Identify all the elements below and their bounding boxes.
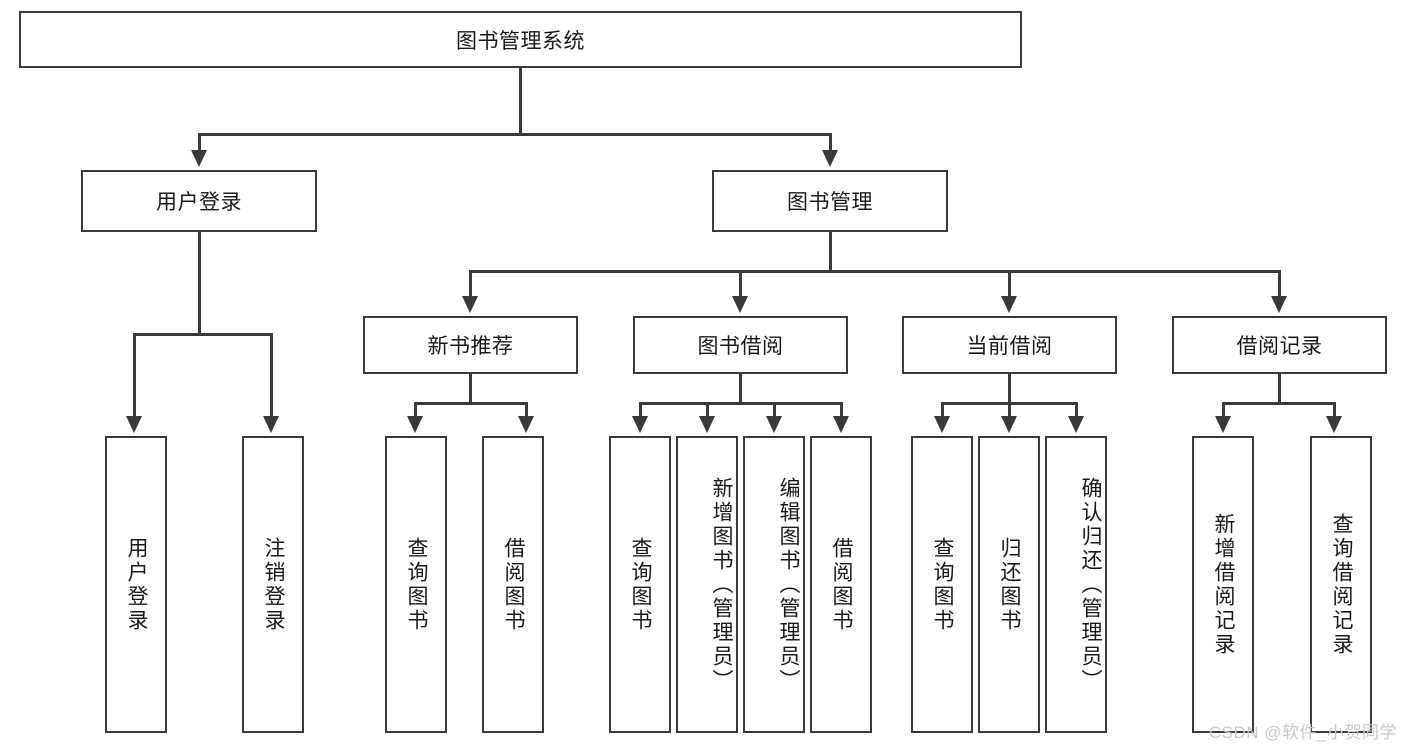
connector-book-manage-drop-4 [1278,270,1281,298]
node-label: 图书借阅 [697,335,784,358]
arrowhead-leaf-book-borrow-3 [766,416,782,433]
node-label: 编辑图书（管理员） [777,476,800,693]
node-book-management[interactable]: 图书管理 [712,170,948,232]
arrowhead-leaf-new-book-2 [518,416,534,433]
csdn-watermark: CSDN @软件_小贺同学 [1208,723,1397,742]
arrowhead-leaf-user-login-2 [263,416,279,433]
leaf-book-borrow-borrow[interactable]: 借阅图书 [810,436,872,733]
connector-new-book-drop-2 [525,402,528,418]
connector-user-login-drop-2 [270,333,273,418]
connector-current-borrow-drop-1 [941,402,944,418]
node-label: 用户登录 [125,536,148,633]
connector-book-borrow-drop-2 [706,402,709,418]
node-new-book-recommend[interactable]: 新书推荐 [363,316,578,374]
arrowhead-book-manage [822,150,838,167]
connector-root-drop-book-manage [829,133,832,153]
node-label: 注销登录 [262,536,285,633]
connector-book-manage-stem [829,232,832,272]
node-label: 借阅记录 [1236,335,1323,358]
node-label: 用户登录 [156,191,242,214]
connector-root-stem [519,68,522,134]
arrowhead-book-borrow [732,296,748,313]
arrowhead-leaf-user-login-1 [126,416,142,433]
connector-user-login-bus [133,333,273,336]
leaf-borrow-record-query[interactable]: 查询借阅记录 [1310,436,1372,733]
arrowhead-borrow-record [1271,296,1287,313]
node-label: 借阅图书 [830,536,853,633]
arrowhead-current-borrow [1001,296,1017,313]
connector-book-borrow-drop-1 [639,402,642,418]
connector-current-borrow-drop-2 [1008,402,1011,418]
node-label: 借阅图书 [502,536,525,633]
leaf-user-login-login[interactable]: 用户登录 [105,436,167,733]
connector-new-book-drop-1 [414,402,417,418]
arrowhead-leaf-book-borrow-4 [833,416,849,433]
connector-new-book-stem [469,374,472,404]
connector-root-bus [198,133,832,136]
connector-book-manage-bus [469,270,1281,273]
arrowhead-leaf-borrow-record-1 [1215,416,1231,433]
leaf-current-borrow-return[interactable]: 归还图书 [978,436,1040,733]
leaf-book-borrow-edit[interactable]: 编辑图书（管理员） [743,436,805,733]
node-label: 查询图书 [405,536,428,633]
node-label: 查询借阅记录 [1330,512,1353,657]
node-label: 查询图书 [629,536,652,633]
node-root-system[interactable]: 图书管理系统 [19,11,1022,68]
leaf-current-borrow-confirm[interactable]: 确认归还（管理员） [1045,436,1107,733]
connector-new-book-bus [414,402,528,405]
connector-borrow-record-drop-1 [1222,402,1225,418]
arrowhead-leaf-borrow-record-2 [1326,416,1342,433]
connector-borrow-record-bus [1222,402,1336,405]
arrowhead-leaf-current-borrow-1 [934,416,950,433]
connector-root-drop-user-login [198,133,201,153]
node-label: 新增图书（管理员） [710,476,733,693]
arrowhead-leaf-book-borrow-1 [632,416,648,433]
connector-current-borrow-stem [1008,374,1011,404]
node-label: 新书推荐 [427,335,514,358]
connector-book-borrow-drop-4 [840,402,843,418]
node-user-login[interactable]: 用户登录 [81,170,317,232]
node-label: 新增借阅记录 [1212,512,1235,657]
leaf-borrow-record-add[interactable]: 新增借阅记录 [1192,436,1254,733]
connector-book-manage-drop-3 [1008,270,1011,298]
leaf-current-borrow-query[interactable]: 查询图书 [911,436,973,733]
leaf-book-borrow-add[interactable]: 新增图书（管理员） [676,436,738,733]
node-label: 当前借阅 [966,335,1053,358]
connector-book-borrow-drop-3 [773,402,776,418]
leaf-book-borrow-query[interactable]: 查询图书 [609,436,671,733]
leaf-user-login-logout[interactable]: 注销登录 [242,436,304,733]
leaf-new-book-borrow[interactable]: 借阅图书 [482,436,544,733]
node-label: 归还图书 [998,536,1021,633]
connector-user-login-stem [198,232,201,336]
arrowhead-leaf-current-borrow-2 [1001,416,1017,433]
node-label: 确认归还（管理员） [1079,476,1102,693]
connector-current-borrow-drop-3 [1075,402,1078,418]
connector-book-manage-drop-1 [469,270,472,298]
node-label: 查询图书 [931,536,954,633]
node-label: 图书管理系统 [456,29,585,53]
arrowhead-leaf-current-borrow-3 [1068,416,1084,433]
connector-book-borrow-bus [639,402,843,405]
arrowhead-user-login [191,150,207,167]
node-book-borrow[interactable]: 图书借阅 [633,316,848,374]
arrowhead-leaf-book-borrow-2 [699,416,715,433]
node-label: 图书管理 [787,191,873,214]
leaf-new-book-query[interactable]: 查询图书 [385,436,447,733]
arrowhead-leaf-new-book-1 [407,416,423,433]
connector-user-login-drop-1 [133,333,136,418]
node-current-borrow[interactable]: 当前借阅 [902,316,1117,374]
connector-borrow-record-drop-2 [1333,402,1336,418]
connector-borrow-record-stem [1278,374,1281,404]
node-borrow-record[interactable]: 借阅记录 [1172,316,1387,374]
connector-book-manage-drop-2 [739,270,742,298]
connector-book-borrow-stem [739,374,742,404]
arrowhead-new-book-recommend [462,296,478,313]
